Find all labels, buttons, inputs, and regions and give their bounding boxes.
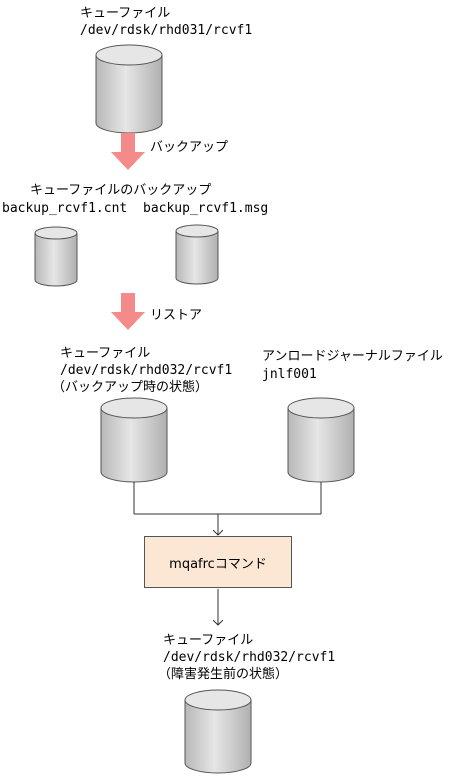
backup-msg-cylinder bbox=[175, 224, 219, 285]
queue-restored-title: キューファイル bbox=[60, 346, 151, 361]
backup-files-title: キューファイルのバックアップ bbox=[30, 183, 212, 198]
restore-step-label: リストア bbox=[150, 308, 203, 323]
queue-restored-note: （バックアップ時の状態） bbox=[52, 380, 209, 395]
restore-arrow bbox=[111, 293, 145, 330]
unload-journal-cylinder bbox=[287, 397, 355, 483]
queue-top-path: /dev/rdsk/rhd031/rcvf1 bbox=[80, 23, 253, 38]
backup-file-cnt: backup_rcvf1.cnt bbox=[2, 201, 128, 216]
backup-cnt-cylinder bbox=[34, 226, 78, 287]
mqafrc-command-box: mqafrcコマンド bbox=[144, 536, 292, 588]
queue-top-title: キューファイル bbox=[80, 6, 171, 21]
backup-step-label: バックアップ bbox=[150, 140, 229, 155]
queue-file-cylinder-top bbox=[95, 44, 163, 134]
backup-file-msg: backup_rcvf1.msg bbox=[143, 201, 269, 216]
queue-file-cylinder-final bbox=[184, 689, 252, 774]
merge-connector bbox=[133, 482, 322, 535]
queue-final-note: （障害発生前の状態） bbox=[158, 667, 289, 682]
queue-file-cylinder-restored bbox=[100, 397, 168, 483]
queue-final-path: /dev/rdsk/rhd032/rcvf1 bbox=[163, 650, 336, 665]
backup-arrow bbox=[111, 133, 145, 170]
unload-journal-name: jnlf001 bbox=[262, 367, 317, 382]
mqafrc-command-label: mqafrcコマンド bbox=[169, 556, 267, 572]
unload-journal-title: アンロードジャーナルファイル bbox=[262, 349, 443, 364]
queue-restored-path: /dev/rdsk/rhd032/rcvf1 bbox=[60, 363, 233, 378]
queue-final-title: キューファイル bbox=[163, 633, 254, 648]
